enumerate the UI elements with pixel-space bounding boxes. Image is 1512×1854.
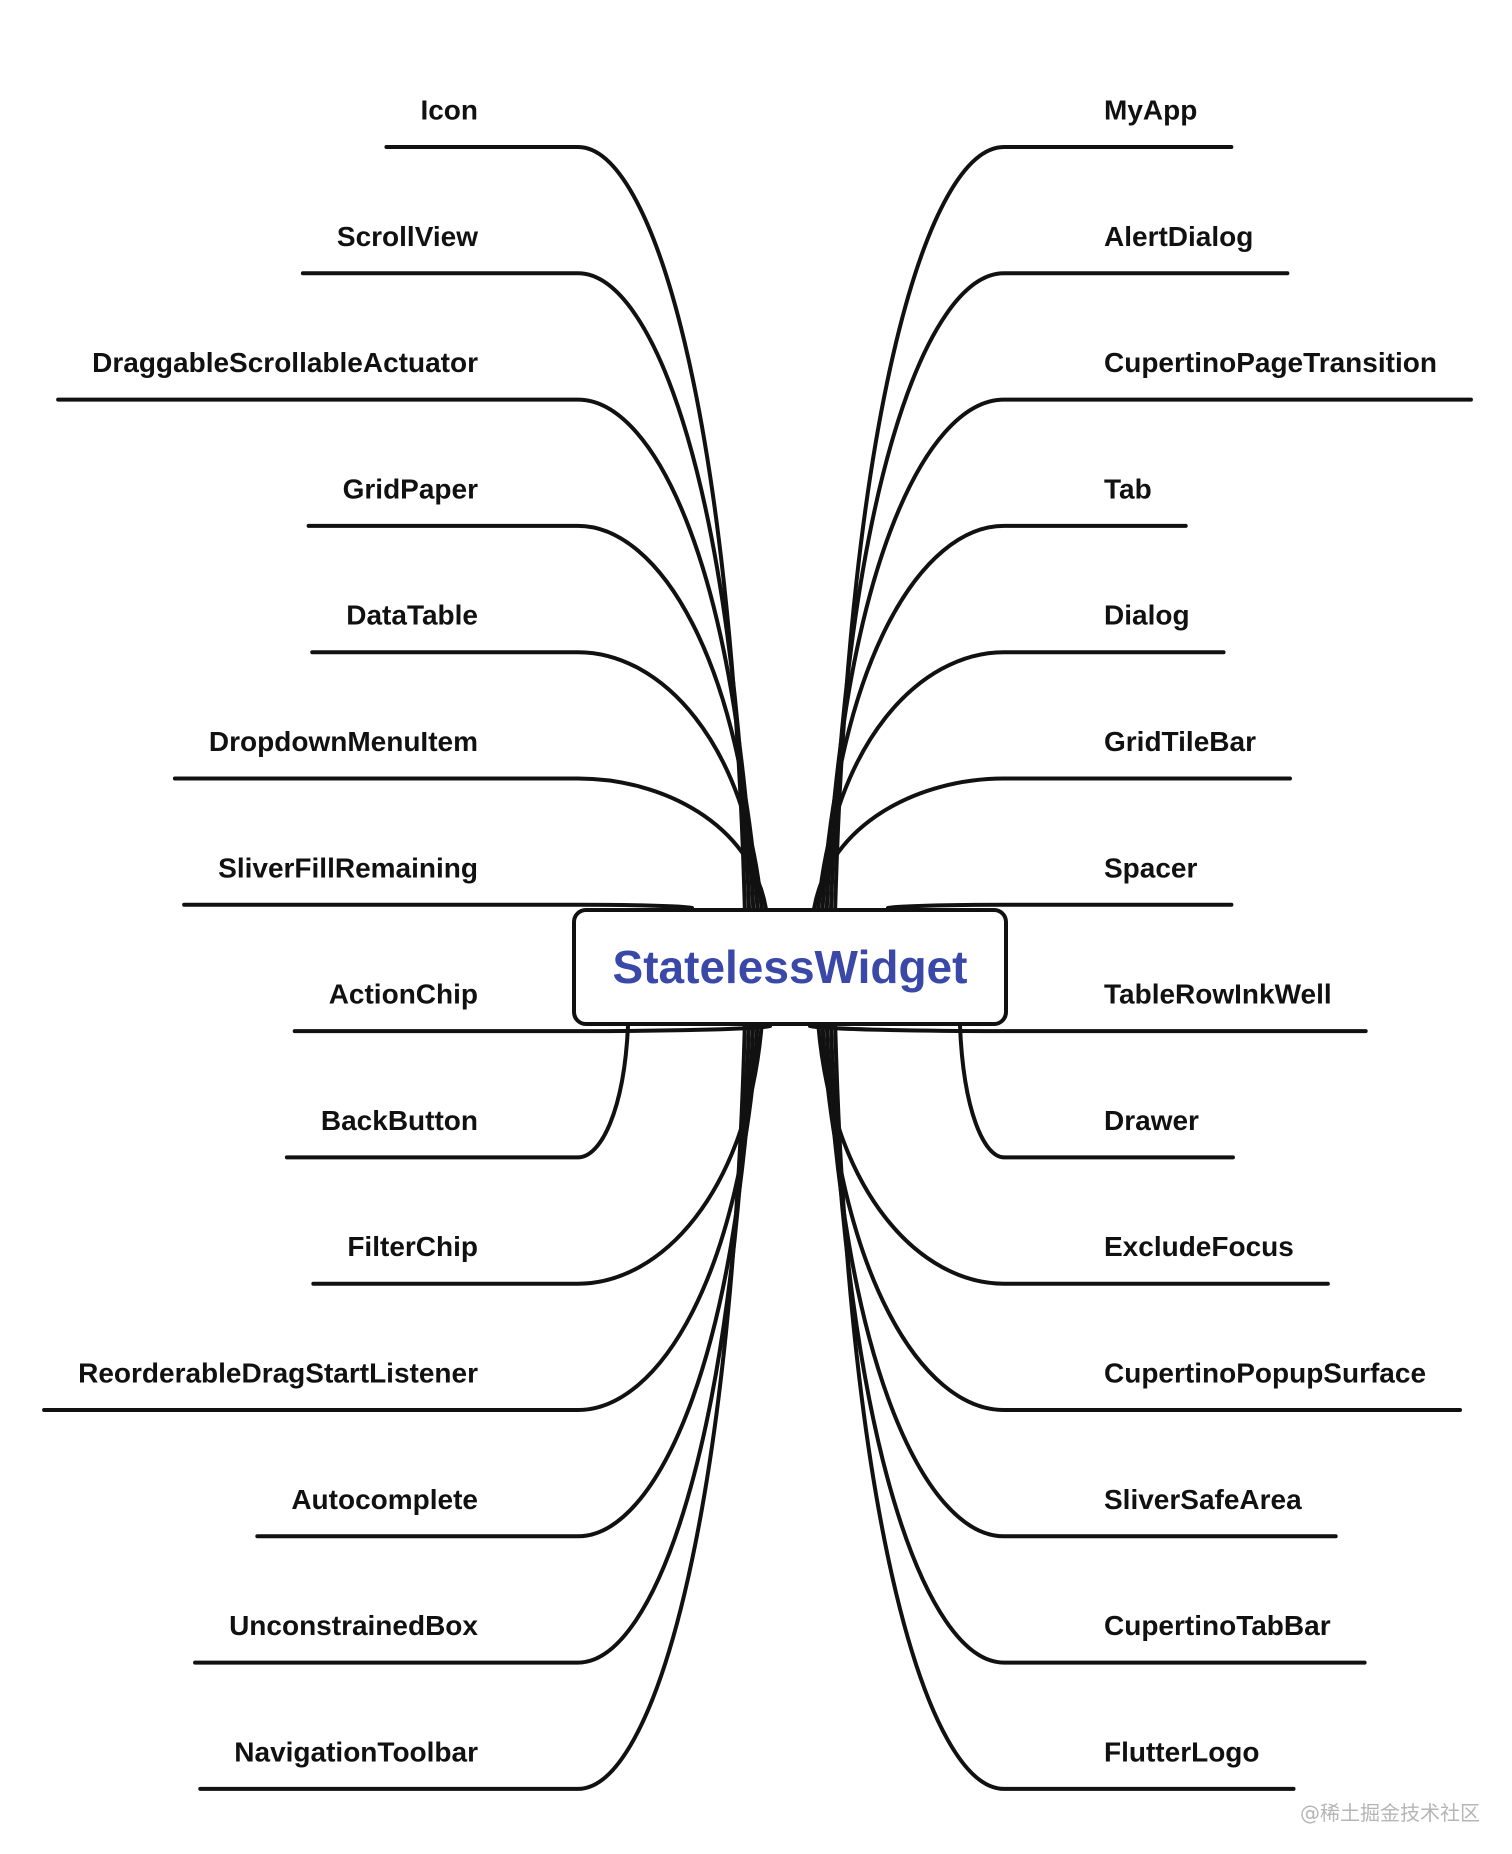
left-connector-4: [310, 650, 764, 910]
right-node-flutterlogo[interactable]: FlutterLogo: [1104, 1736, 1260, 1767]
right-node-tab[interactable]: Tab: [1104, 473, 1152, 504]
right-node-spacer[interactable]: Spacer: [1104, 852, 1197, 883]
right-connector-7: [808, 1024, 1368, 1034]
left-connector-3: [306, 523, 760, 910]
root-node[interactable]: StatelessWidget: [572, 908, 1008, 1026]
root-node-label: StatelessWidget: [613, 941, 968, 993]
right-connector-12: [829, 1024, 1367, 1665]
right-connector-11: [824, 1024, 1338, 1539]
left-node-gridpaper[interactable]: GridPaper: [343, 473, 478, 504]
label-group: IconScrollViewDraggableScrollableActuato…: [78, 95, 1437, 1768]
left-node-navigationtoolbar[interactable]: NavigationToolbar: [234, 1736, 478, 1767]
watermark-text: @稀土掘金技术社区: [1300, 1801, 1480, 1825]
right-connector-13: [833, 1024, 1296, 1791]
right-connector-8: [958, 1024, 1235, 1160]
left-connector-13: [198, 1024, 747, 1791]
left-node-scrollview[interactable]: ScrollView: [337, 221, 478, 252]
left-connector-5: [172, 776, 768, 910]
left-node-sliverfillremaining[interactable]: SliverFillRemaining: [218, 852, 478, 883]
root-node-box: [572, 908, 1008, 1026]
left-connector-11: [255, 1024, 756, 1539]
left-node-datatable[interactable]: DataTable: [346, 600, 478, 631]
right-node-sliversafearea[interactable]: SliverSafeArea: [1104, 1484, 1302, 1515]
right-connector-6: [886, 902, 1234, 910]
right-connector-10: [820, 1024, 1463, 1412]
right-node-cupertinopopupsurface[interactable]: CupertinoPopupSurface: [1104, 1358, 1426, 1389]
right-node-dialog[interactable]: Dialog: [1104, 600, 1190, 631]
left-node-filterchip[interactable]: FilterChip: [347, 1231, 478, 1262]
right-node-cupertinopagetransition[interactable]: CupertinoPageTransition: [1104, 347, 1437, 378]
left-node-reorderabledragstartlistener[interactable]: ReorderableDragStartListener: [78, 1358, 478, 1389]
left-node-draggablescrollableactuator[interactable]: DraggableScrollableActuator: [92, 347, 478, 378]
right-node-tablerowinkwell[interactable]: TableRowInkWell: [1104, 979, 1332, 1010]
left-connector-7: [292, 1024, 772, 1034]
right-node-cupertinotabbar[interactable]: CupertinoTabBar: [1104, 1610, 1331, 1641]
right-node-drawer[interactable]: Drawer: [1104, 1105, 1199, 1136]
left-node-autocomplete[interactable]: Autocomplete: [291, 1484, 478, 1515]
right-node-gridtilebar[interactable]: GridTileBar: [1104, 726, 1256, 757]
right-node-alertdialog[interactable]: AlertDialog: [1104, 221, 1253, 252]
left-connector-10: [42, 1024, 760, 1412]
left-connector-8: [284, 1024, 630, 1160]
left-node-icon[interactable]: Icon: [420, 95, 478, 126]
right-connector-4: [816, 650, 1226, 910]
right-connector-5: [812, 776, 1292, 910]
right-connector-3: [820, 523, 1188, 910]
left-node-backbutton[interactable]: BackButton: [321, 1105, 478, 1136]
right-node-excludefocus[interactable]: ExcludeFocus: [1104, 1231, 1294, 1262]
left-node-dropdownmenuitem[interactable]: DropdownMenuItem: [209, 726, 478, 757]
right-node-myapp[interactable]: MyApp: [1104, 95, 1197, 126]
connector-group: [42, 145, 1473, 1791]
left-connector-6: [182, 902, 694, 910]
left-node-unconstrainedbox[interactable]: UnconstrainedBox: [229, 1610, 478, 1641]
left-node-actionchip[interactable]: ActionChip: [329, 979, 478, 1010]
